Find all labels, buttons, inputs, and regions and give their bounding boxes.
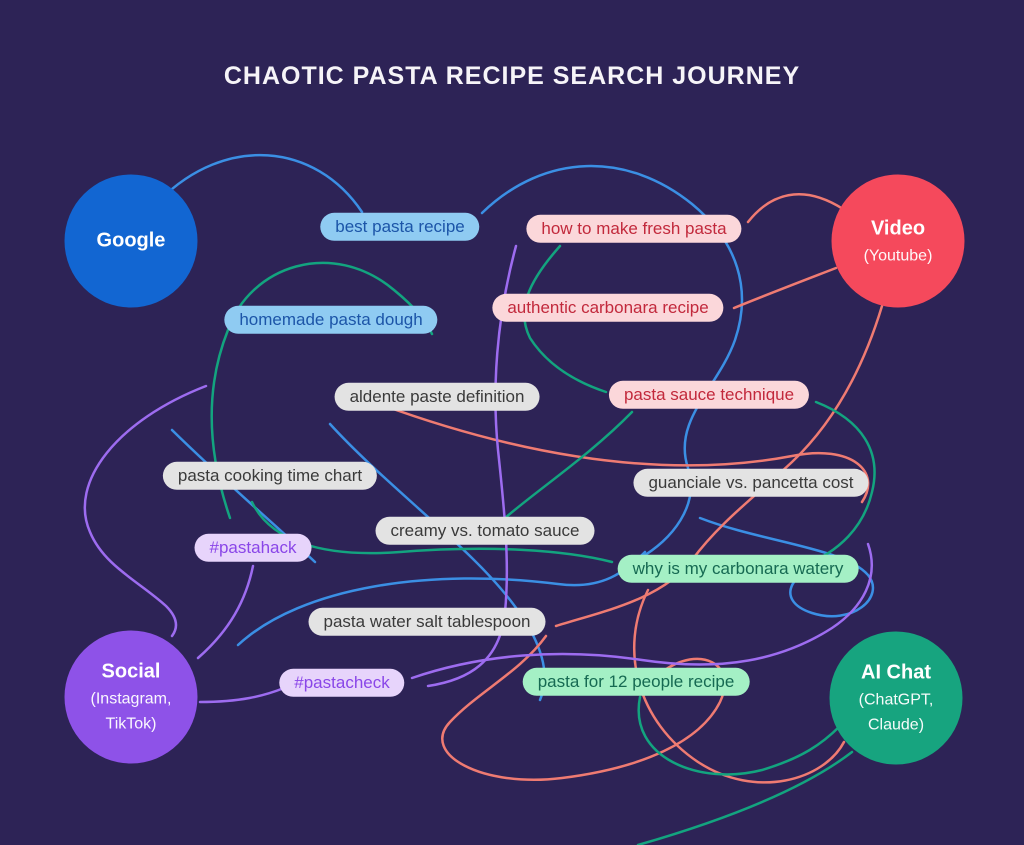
pill-pastahack: #pastahack xyxy=(194,533,312,563)
pill-homemade-pasta-dough: homemade pasta dough xyxy=(224,305,438,335)
node-ai-chat-label: AI Chat xyxy=(861,661,931,684)
pill-guanciale-vs-pancetta: guanciale vs. pancetta cost xyxy=(633,468,869,498)
pill-pasta-sauce-technique: pasta sauce technique xyxy=(608,380,810,410)
pill-authentic-carbonara: authentic carbonara recipe xyxy=(492,293,724,323)
pill-how-to-make-fresh-pasta: how to make fresh pasta xyxy=(526,214,742,244)
node-google: Google xyxy=(64,174,198,308)
social-threads xyxy=(83,244,873,704)
pill-why-carbonara-watery: why is my carbonara watery xyxy=(617,554,859,584)
node-social-sublabel: (Instagram, xyxy=(90,690,172,708)
pill-aldente-paste-definition: aldente paste definition xyxy=(334,382,540,412)
node-ai-chat-sublabel: (ChatGPT, xyxy=(858,691,934,709)
node-video-label: Video xyxy=(870,217,926,240)
node-video: Video (Youtube) xyxy=(831,174,965,308)
node-social: Social (Instagram, TikTok) xyxy=(64,630,198,764)
node-google-label: Google xyxy=(96,229,166,252)
pill-best-pasta-recipe: best pasta recipe xyxy=(320,212,480,242)
ai-threads xyxy=(210,244,876,845)
pill-pasta-water-salt: pasta water salt tablespoon xyxy=(308,607,546,637)
pill-pasta-cooking-time-chart: pasta cooking time chart xyxy=(162,461,378,491)
node-ai-chat-sublabel2: Claude) xyxy=(867,716,925,734)
diagram-title: CHAOTIC PASTA RECIPE SEARCH JOURNEY xyxy=(223,62,801,90)
pill-pasta-for-12-people: pasta for 12 people recipe xyxy=(522,667,750,697)
node-social-sublabel2: TikTok) xyxy=(105,715,157,733)
node-ai-chat: AI Chat (ChatGPT, Claude) xyxy=(829,631,963,765)
node-social-label: Social xyxy=(101,660,161,683)
pill-pastacheck: #pastacheck xyxy=(279,668,405,698)
pill-creamy-vs-tomato-sauce: creamy vs. tomato sauce xyxy=(375,516,595,546)
node-video-sublabel: (Youtube) xyxy=(863,247,933,265)
